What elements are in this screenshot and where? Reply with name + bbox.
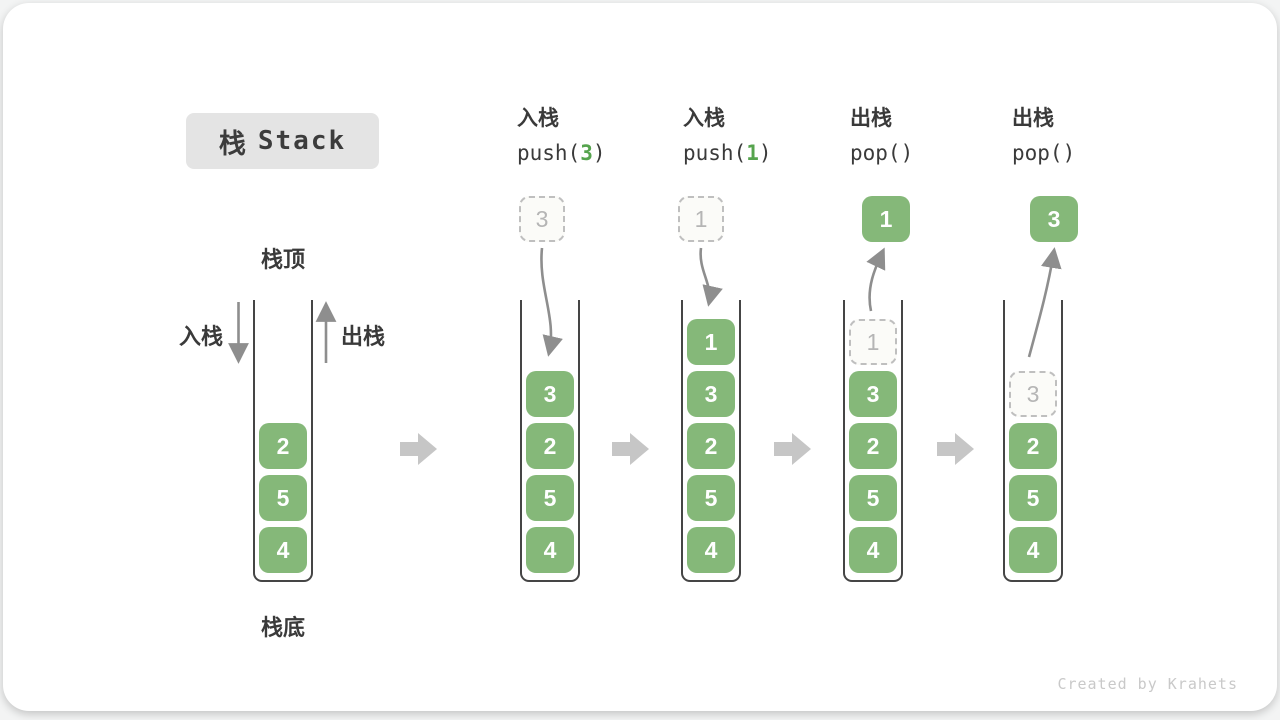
stack-cell: 2 [1009, 423, 1057, 469]
push-1-curve-arrow-icon [699, 247, 723, 307]
code-arg: 1 [746, 141, 759, 165]
stack-cell: 2 [259, 423, 307, 469]
pop-direction-label: 出栈 [341, 324, 386, 349]
op-code: push(3) [517, 134, 606, 172]
stack-well-initial [253, 300, 313, 582]
stack-well-step1 [520, 300, 580, 582]
stack-bottom-label: 栈底 [260, 615, 305, 640]
op-zh: 出栈 [850, 107, 892, 130]
stack-cell: 4 [849, 527, 897, 573]
code-pre: pop() [850, 141, 914, 165]
stack-top-label: 栈顶 [260, 247, 305, 272]
stack-cell: 5 [526, 475, 574, 521]
transition-arrow-icon [774, 433, 812, 465]
transition-arrow-icon [937, 433, 975, 465]
code-post: ) [758, 141, 772, 165]
push-direction-label: 入栈 [179, 324, 224, 349]
stack-well-step2 [681, 300, 741, 582]
stack-cell: 1 [687, 319, 735, 365]
op-label-push-3: 入栈 push(3) [517, 104, 606, 172]
op-code: pop() [850, 134, 913, 172]
code-pre: push( [517, 141, 581, 165]
stack-cell: 2 [849, 423, 897, 469]
stack-cell: 5 [1009, 475, 1057, 521]
op-zh: 出栈 [1012, 107, 1054, 130]
stack-cell: 5 [849, 475, 897, 521]
stack-cell: 5 [259, 475, 307, 521]
popped-element-3: 3 [1030, 196, 1078, 242]
stack-cell-ghost: 3 [1009, 371, 1057, 417]
stack-cell: 4 [526, 527, 574, 573]
stack-cell: 3 [526, 371, 574, 417]
stack-cell: 2 [526, 423, 574, 469]
code-pre: push( [683, 141, 747, 165]
transition-arrow-icon [612, 433, 650, 465]
stack-cell: 4 [687, 527, 735, 573]
stack-cell: 2 [687, 423, 735, 469]
op-zh: 入栈 [517, 107, 559, 130]
code-pre: pop() [1012, 141, 1076, 165]
code-post: ) [592, 141, 606, 165]
incoming-element-3: 3 [519, 196, 565, 242]
stack-cell-ghost: 1 [849, 319, 897, 365]
stack-cell: 3 [687, 371, 735, 417]
stack-well-step3 [843, 300, 903, 582]
stack-cell: 4 [259, 527, 307, 573]
title-zh: 栈 [218, 128, 246, 159]
stack-cell: 4 [1009, 527, 1057, 573]
op-zh: 入栈 [683, 107, 725, 130]
op-label-pop-3: 出栈 pop() [1012, 104, 1075, 172]
credit-text: Created by Krahets [1057, 675, 1238, 693]
transition-arrow-icon [400, 433, 438, 465]
op-label-push-1: 入栈 push(1) [683, 104, 772, 172]
stack-cell: 5 [687, 475, 735, 521]
op-code: push(1) [683, 134, 772, 172]
popped-element-1: 1 [862, 196, 910, 242]
stack-well-step4 [1003, 300, 1063, 582]
title-en: Stack [257, 126, 347, 156]
op-code: pop() [1012, 134, 1075, 172]
op-label-pop-1: 出栈 pop() [850, 104, 913, 172]
incoming-element-1: 1 [678, 196, 724, 242]
stack-cell: 3 [849, 371, 897, 417]
code-arg: 3 [580, 141, 593, 165]
diagram-title-badge: 栈 Stack [186, 113, 379, 169]
